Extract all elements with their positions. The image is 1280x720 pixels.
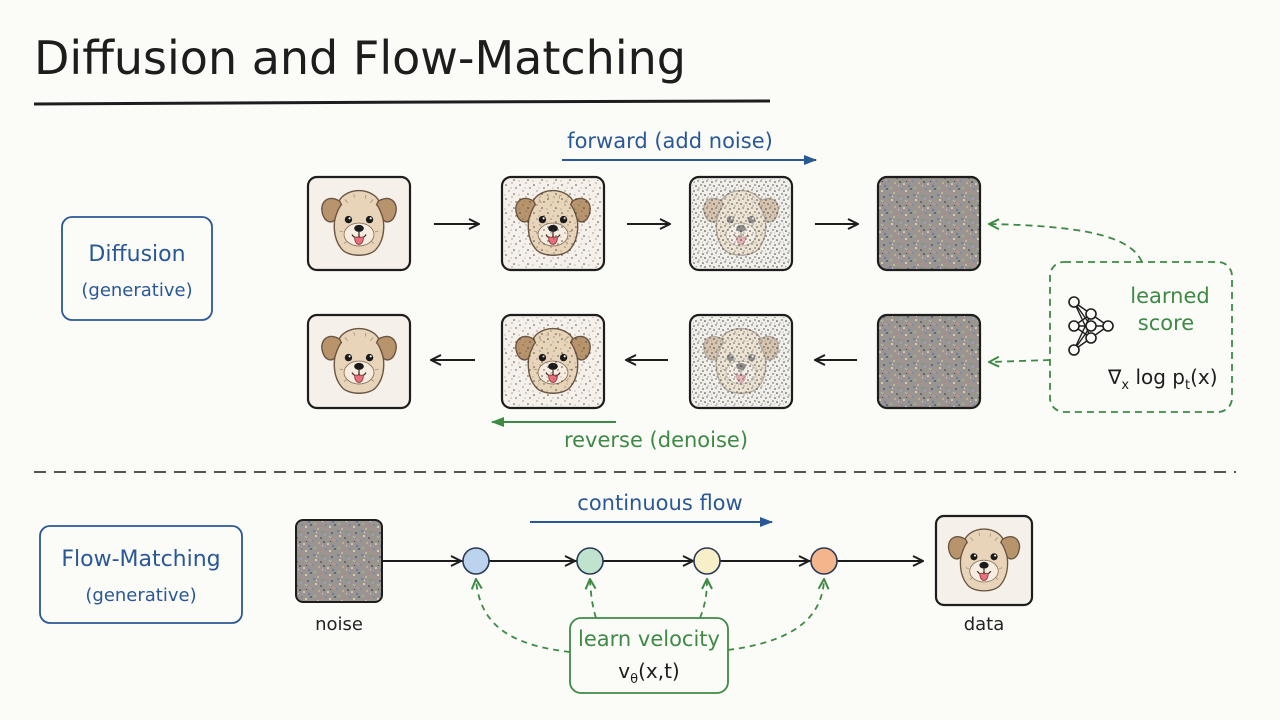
score-to-forward-arrow xyxy=(990,224,1143,263)
reverse-frame-1 xyxy=(306,313,412,410)
learned-score-box xyxy=(1049,261,1233,413)
learned-score-line1: learned xyxy=(1130,284,1209,308)
title-underline xyxy=(33,99,771,106)
diffusion-section: Diffusion (generative) forward (add nois… xyxy=(61,129,1233,452)
reverse-frame-2 xyxy=(500,313,606,410)
data-caption: data xyxy=(964,614,1005,635)
forward-label: forward (add noise) xyxy=(567,129,773,153)
reverse-frame-3 xyxy=(688,313,794,410)
score-formula: ∇x log pt(x) xyxy=(1107,365,1218,393)
flow-node-2 xyxy=(576,547,604,575)
forward-frame-3 xyxy=(688,175,794,272)
diffusion-box-title: Diffusion xyxy=(88,242,185,267)
velocity-to-node-2 xyxy=(590,580,597,619)
velocity-to-node-4 xyxy=(727,580,824,651)
flow-matching-box-title: Flow-Matching xyxy=(61,547,220,572)
velocity-formula: vθ(x,t) xyxy=(618,659,679,687)
continuous-flow-label: continuous flow xyxy=(577,491,742,515)
page-title: Diffusion and Flow-Matching xyxy=(34,31,686,85)
reverse-frame-4-noise xyxy=(876,313,982,410)
noise-caption: noise xyxy=(315,614,363,635)
flow-matching-section: Flow-Matching (generative) continuous fl… xyxy=(39,491,1034,694)
flow-node-3 xyxy=(693,547,721,575)
neural-network-icon xyxy=(1068,296,1114,356)
data-image xyxy=(934,514,1034,607)
forward-frame-2 xyxy=(500,175,606,272)
diffusion-label-box xyxy=(61,216,213,321)
score-to-reverse-arrow xyxy=(990,360,1051,362)
velocity-to-node-1 xyxy=(476,580,571,653)
flow-node-4 xyxy=(810,547,838,575)
forward-frame-4-noise xyxy=(876,175,982,272)
noise-image xyxy=(295,519,383,603)
reverse-label: reverse (denoise) xyxy=(564,428,748,452)
forward-frame-1 xyxy=(306,175,412,272)
learn-velocity-box xyxy=(569,617,729,694)
velocity-to-node-3 xyxy=(699,580,707,619)
flow-matching-box-subtitle: (generative) xyxy=(85,585,196,606)
flow-matching-label-box xyxy=(39,525,243,624)
learn-velocity-title: learn velocity xyxy=(578,627,720,651)
learned-score-line2: score xyxy=(1138,311,1194,335)
flow-node-1 xyxy=(462,547,490,575)
diffusion-box-subtitle: (generative) xyxy=(81,280,192,301)
